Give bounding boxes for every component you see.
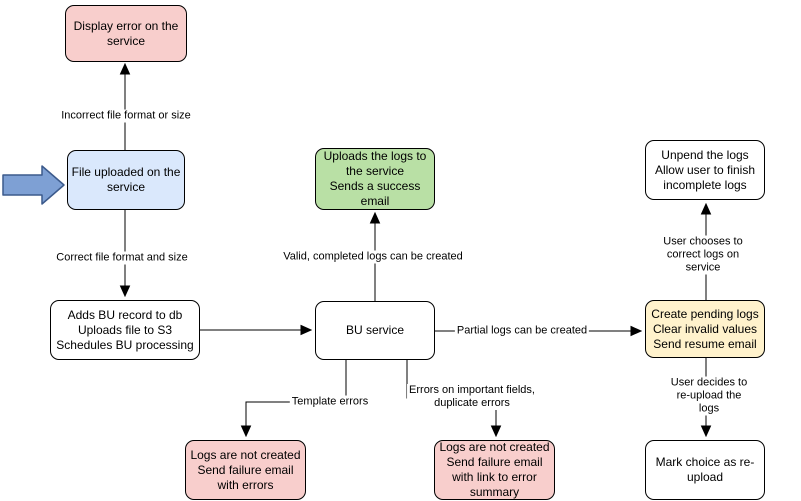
node-file-uploaded: File uploaded on the service xyxy=(67,150,185,210)
node-adds-bu-record: Adds BU record to db Uploads file to S3 … xyxy=(50,300,200,360)
node-bu-service: BU service xyxy=(315,301,435,360)
edge-label-partial-logs: Partial logs can be created xyxy=(454,324,590,338)
node-logs-not-created-template: Logs are not created Send failure email … xyxy=(185,440,306,500)
edge-label-incorrect-format: Incorrect file format or size xyxy=(59,109,193,123)
node-create-pending-logs: Create pending logs Clear invalid values… xyxy=(645,300,765,358)
edge-label-user-corrects: User chooses to correct logs on service xyxy=(654,235,752,275)
node-display-error: Display error on the service xyxy=(65,5,187,62)
edge-label-valid-logs: Valid, completed logs can be created xyxy=(281,250,465,264)
edge-label-field-errors: Errors on important fields, duplicate er… xyxy=(407,384,537,410)
edge-label-template-errors: Template errors xyxy=(289,395,371,409)
node-unpend-logs: Unpend the logs Allow user to finish inc… xyxy=(645,140,765,200)
node-mark-choice: Mark choice as re- upload xyxy=(645,440,765,500)
edge-label-user-reuploads: User decides to re-upload the logs xyxy=(663,376,755,416)
node-logs-not-created-fields: Logs are not created Send failure email … xyxy=(434,440,555,500)
edge-label-correct-format: Correct file format and size xyxy=(54,251,190,265)
node-uploads-logs: Uploads the logs to the service Sends a … xyxy=(315,148,435,210)
entry-arrow-icon xyxy=(2,165,65,205)
